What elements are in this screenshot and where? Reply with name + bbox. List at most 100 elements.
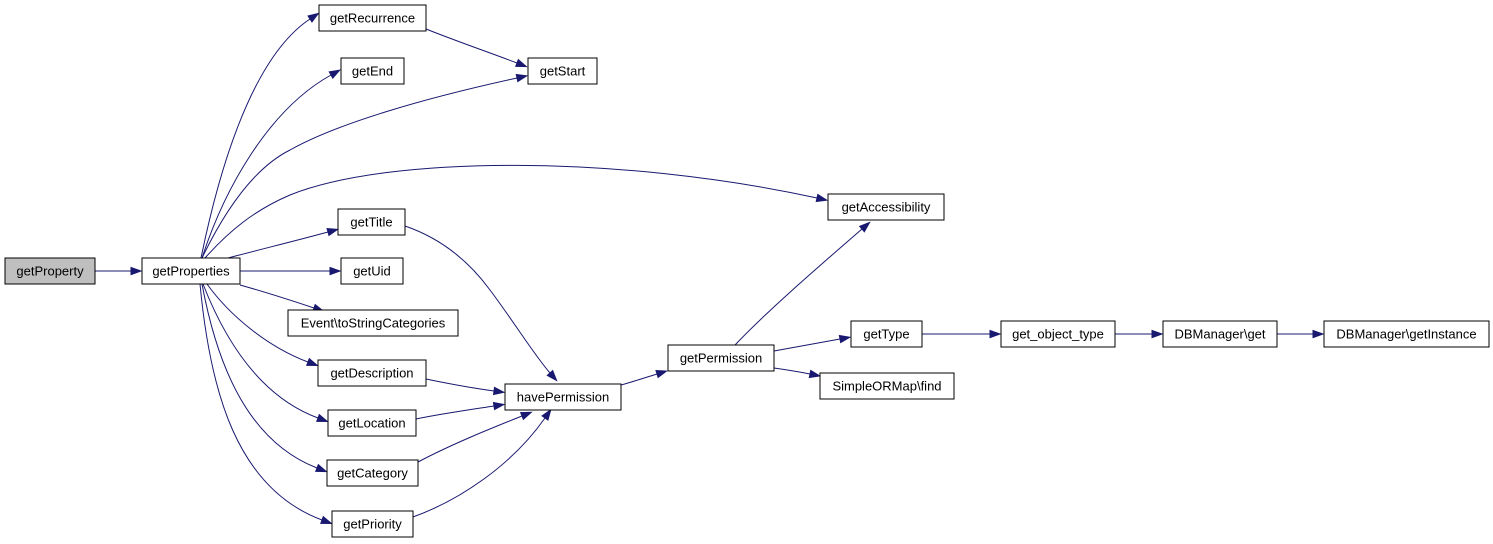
edge-getProperties-to-getTitle — [227, 227, 340, 259]
edge-getProperty-to-getProperties — [95, 266, 143, 276]
node-label: getType — [863, 327, 909, 342]
node-getRecurrence[interactable]: getRecurrence — [318, 4, 427, 32]
edge-line — [773, 338, 841, 352]
arrowhead-icon — [858, 221, 871, 233]
node-box — [1000, 320, 1116, 348]
arrowhead-icon — [492, 386, 506, 396]
arrowhead-icon — [329, 266, 342, 276]
node-label: get_object_type — [1012, 327, 1104, 342]
arrowhead-icon — [519, 411, 533, 421]
node-label: havePermission — [517, 390, 610, 405]
node-label: getProperties — [152, 264, 230, 279]
node-getUid[interactable]: getUid — [340, 257, 404, 285]
edge-line — [417, 415, 523, 463]
edge-getDescription-to-havePermission — [425, 378, 506, 396]
node-box — [340, 57, 405, 85]
node-label: getCategory — [337, 466, 408, 481]
node-box — [819, 372, 955, 400]
node-getEnd[interactable]: getEnd — [340, 57, 405, 85]
node-box — [327, 409, 417, 437]
arrowhead-icon — [1312, 329, 1325, 339]
node-label: getRecurrence — [330, 11, 415, 26]
edge-getLocation-to-havePermission — [415, 401, 506, 420]
edge-line — [202, 283, 319, 419]
node-havePermission[interactable]: havePermission — [504, 383, 622, 411]
arrowhead-icon — [314, 463, 328, 473]
node-box — [287, 309, 459, 337]
edge-havePermission-to-getPermission — [620, 370, 668, 386]
edge-line — [201, 283, 318, 469]
node-box — [326, 459, 419, 487]
node-getType[interactable]: getType — [850, 320, 923, 348]
edge-line — [412, 417, 546, 518]
node-label: DBManager\getInstance — [1336, 327, 1476, 342]
edge-getRecurrence-to-getStart — [425, 28, 528, 68]
node-getProperty[interactable]: getProperty — [4, 257, 96, 285]
edge-getProperties-to-getCategory — [201, 283, 328, 473]
node-getPermission[interactable]: getPermission — [667, 344, 775, 372]
edge-line — [200, 18, 311, 259]
edge-line — [425, 28, 518, 64]
edge-line — [620, 373, 658, 386]
node-getLocation[interactable]: getLocation — [327, 409, 417, 437]
node-label: getProperty — [16, 264, 84, 279]
node-toStringCategories[interactable]: Event\toStringCategories — [287, 309, 459, 337]
edge-line — [206, 283, 309, 363]
node-getInstance[interactable]: DBManager\getInstance — [1323, 320, 1490, 348]
arrowhead-icon — [655, 370, 668, 379]
node-get_object_type[interactable]: get_object_type — [1000, 320, 1116, 348]
arrowhead-icon — [546, 369, 558, 382]
edge-line — [201, 77, 518, 259]
arrowhead-icon — [328, 69, 342, 80]
node-label: getUid — [353, 264, 391, 279]
edge-getPermission-to-find — [773, 367, 822, 379]
edge-getProperties-to-getPriority — [199, 283, 333, 525]
edge-line — [773, 367, 811, 375]
node-dbget[interactable]: DBManager\get — [1162, 320, 1278, 348]
edge-getTitle-to-havePermission — [404, 225, 558, 382]
arrowhead-icon — [815, 193, 829, 203]
node-box — [4, 257, 96, 285]
node-box — [1323, 320, 1490, 348]
edge-line — [199, 283, 323, 521]
node-getPriority[interactable]: getPriority — [331, 510, 414, 538]
edge-line — [239, 284, 315, 309]
node-label: getAccessibility — [842, 200, 931, 215]
edge-line — [425, 378, 495, 392]
node-box — [527, 57, 598, 85]
edge-getPermission-to-getType — [773, 334, 852, 352]
arrowhead-icon — [515, 73, 529, 83]
arrowhead-icon — [492, 401, 506, 411]
edge-line — [404, 225, 551, 374]
node-label: SimpleORMap\find — [832, 379, 941, 394]
node-box — [317, 359, 427, 387]
node-getAccessibility[interactable]: getAccessibility — [827, 193, 945, 221]
node-label: getPermission — [680, 351, 762, 366]
arrowhead-icon — [320, 515, 333, 525]
arrowhead-icon — [541, 408, 552, 421]
node-getStart[interactable]: getStart — [527, 57, 598, 85]
node-getTitle[interactable]: getTitle — [337, 208, 406, 236]
node-box — [340, 257, 404, 285]
arrowhead-icon — [989, 329, 1002, 339]
arrowhead-icon — [515, 58, 528, 68]
node-label: getPriority — [343, 517, 402, 532]
arrowhead-icon — [838, 334, 852, 344]
arrowhead-icon — [306, 357, 319, 367]
edge-getType-to-get_object_type — [922, 329, 1002, 339]
arrowhead-icon — [1151, 329, 1164, 339]
edge-getProperties-to-getEnd — [201, 69, 342, 259]
edge-getProperties-to-toStringCategories — [239, 284, 325, 312]
node-box — [504, 383, 622, 411]
edge-dbget-to-getInstance — [1277, 329, 1325, 339]
edge-getProperties-to-getDescription — [206, 283, 319, 367]
node-box — [318, 4, 427, 32]
node-getDescription[interactable]: getDescription — [317, 359, 427, 387]
arrowhead-icon — [316, 413, 329, 422]
node-box — [331, 510, 414, 538]
node-box — [827, 193, 945, 221]
node-find[interactable]: SimpleORMap\find — [819, 372, 955, 400]
node-label: getStart — [540, 64, 586, 79]
node-getProperties[interactable]: getProperties — [141, 257, 241, 285]
node-getCategory[interactable]: getCategory — [326, 459, 419, 487]
